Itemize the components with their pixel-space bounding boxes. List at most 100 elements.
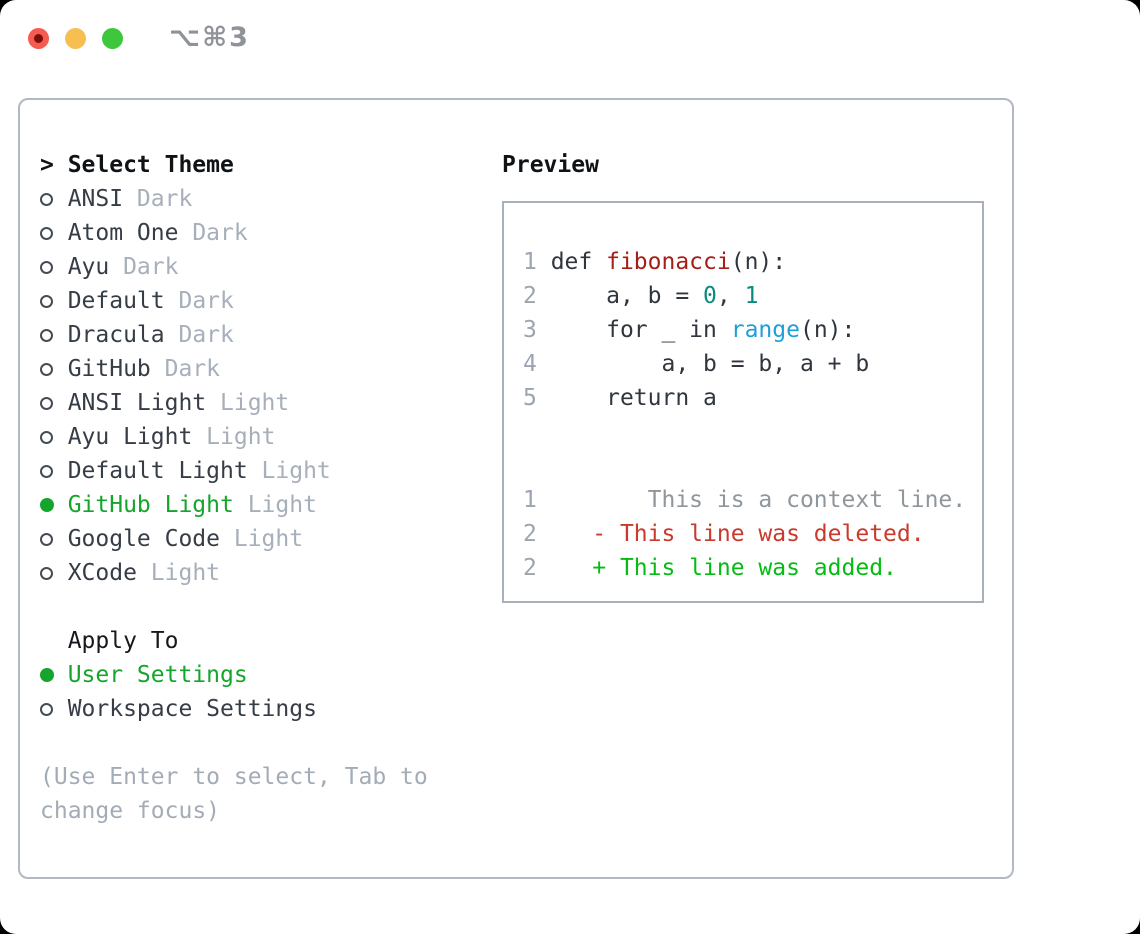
select-theme-header: > Select Theme	[40, 148, 502, 182]
theme-name: ANSI Light	[67, 390, 207, 416]
line-number: 4	[523, 351, 551, 377]
radio-icon	[40, 294, 68, 308]
preview-header: Preview	[502, 148, 1012, 182]
theme-name: Default	[67, 288, 165, 314]
code-segment-plain: (n):	[799, 317, 856, 343]
window-title: ⌥⌘3	[169, 22, 250, 53]
theme-name: XCode	[67, 560, 137, 586]
theme-option-xcode[interactable]: XCode Light	[40, 556, 502, 590]
radio-icon	[40, 566, 68, 580]
theme-name: ANSI	[67, 186, 124, 212]
preview-line: 4 a, b = b, a + b	[523, 347, 982, 381]
preview-line: 1 def fibonacci(n):	[523, 245, 982, 279]
code-segment-plain: a, b = b, a + b	[550, 351, 870, 377]
radio-icon	[40, 226, 68, 240]
theme-variant-tag: Light	[233, 526, 304, 552]
line-number: 2	[523, 521, 551, 547]
code-segment-context: This is a context line.	[550, 487, 967, 513]
theme-option-ansi-light[interactable]: ANSI Light Light	[40, 386, 502, 420]
theme-name: Dracula	[67, 322, 165, 348]
code-segment-plain: for _ in	[550, 317, 731, 343]
radio-icon	[40, 192, 68, 206]
theme-variant-tag: Dark	[164, 356, 221, 382]
theme-option-default-light[interactable]: Default Light Light	[40, 454, 502, 488]
theme-variant-tag: Light	[206, 424, 276, 450]
theme-option-atom-one[interactable]: Atom One Dark	[40, 216, 502, 250]
theme-option-ansi[interactable]: ANSI Dark	[40, 182, 502, 216]
apply-to-header: Apply To	[40, 624, 502, 658]
traffic-lights	[28, 27, 123, 49]
theme-variant-tag: Dark	[178, 288, 234, 314]
preview-column: Preview 1 def fibonacci(n):2 a, b = 0, 1…	[502, 148, 1012, 877]
code-segment-plain: return a	[550, 385, 717, 411]
theme-name: Google Code	[67, 526, 221, 552]
code-segment-deleted: - This line was deleted.	[550, 521, 925, 547]
preview-line: 2 a, b = 0, 1	[523, 279, 982, 313]
code-segment-number: 0	[703, 283, 717, 309]
theme-variant-tag: Dark	[123, 254, 179, 280]
preview-line	[523, 449, 982, 483]
preview-line: 3 for _ in range(n):	[523, 313, 982, 347]
apply-option-user-settings[interactable]: User Settings	[40, 658, 502, 692]
preview-line: 2 + This line was added.	[523, 551, 982, 585]
theme-variant-tag: Light	[150, 560, 221, 586]
radio-icon	[40, 702, 68, 716]
code-segment-plain: ,	[716, 283, 745, 309]
code-segment-plain: def	[550, 249, 607, 275]
radio-icon	[40, 464, 68, 478]
code-segment-plain: (n):	[730, 249, 787, 275]
line-number: 5	[523, 385, 551, 411]
code-segment-builtin: range	[730, 317, 800, 343]
caret-icon: >	[40, 152, 54, 178]
code-segment-number: 1	[744, 283, 759, 309]
hint-text: (Use Enter to select, Tab to change focu…	[40, 764, 428, 824]
theme-name: Atom One	[67, 220, 179, 246]
theme-option-google-code[interactable]: Google Code Light	[40, 522, 502, 556]
zoom-button[interactable]	[102, 27, 123, 49]
radio-icon	[40, 260, 68, 274]
spacer	[40, 726, 502, 760]
apply-option-workspace-settings[interactable]: Workspace Settings	[40, 692, 502, 726]
preview-line	[523, 415, 982, 449]
theme-variant-tag: Light	[247, 492, 317, 518]
theme-variant-tag: Light	[261, 458, 331, 484]
select-theme-title: Select Theme	[67, 152, 234, 178]
theme-name: Ayu	[67, 254, 110, 280]
radio-icon	[40, 396, 68, 410]
titlebar: ⌥⌘3	[28, 22, 250, 53]
line-number: 2	[523, 555, 551, 581]
theme-variant-tag: Dark	[136, 186, 193, 212]
minimize-button[interactable]	[65, 27, 86, 49]
preview-title: Preview	[502, 152, 599, 178]
spacer	[40, 590, 502, 624]
radio-icon	[40, 532, 68, 546]
code-segment-plain: a, b =	[550, 283, 704, 309]
radio-selected-icon	[40, 668, 68, 682]
theme-variant-tag: Dark	[192, 220, 248, 246]
radio-icon	[40, 430, 68, 444]
preview-line: 1 This is a context line.	[523, 483, 982, 517]
radio-icon	[40, 328, 68, 342]
theme-name: Default Light	[67, 458, 248, 484]
line-number: 1	[523, 249, 551, 275]
code-segment-function: fibonacci	[606, 249, 731, 275]
theme-option-ayu[interactable]: Ayu Dark	[40, 250, 502, 284]
line-number: 3	[523, 317, 551, 343]
theme-option-default[interactable]: Default Dark	[40, 284, 502, 318]
line-number: 2	[523, 283, 551, 309]
theme-variant-tag: Dark	[178, 322, 234, 348]
theme-option-dracula[interactable]: Dracula Dark	[40, 318, 502, 352]
code-segment-added: + This line was added.	[550, 555, 897, 581]
radio-icon	[40, 362, 68, 376]
theme-name: Ayu Light	[67, 424, 193, 450]
theme-variant-tag: Light	[220, 390, 290, 416]
apply-option-label: Workspace Settings	[67, 696, 317, 722]
close-button[interactable]	[28, 27, 49, 49]
apply-to-title: Apply To	[67, 628, 179, 654]
theme-option-ayu-light[interactable]: Ayu Light Light	[40, 420, 502, 454]
